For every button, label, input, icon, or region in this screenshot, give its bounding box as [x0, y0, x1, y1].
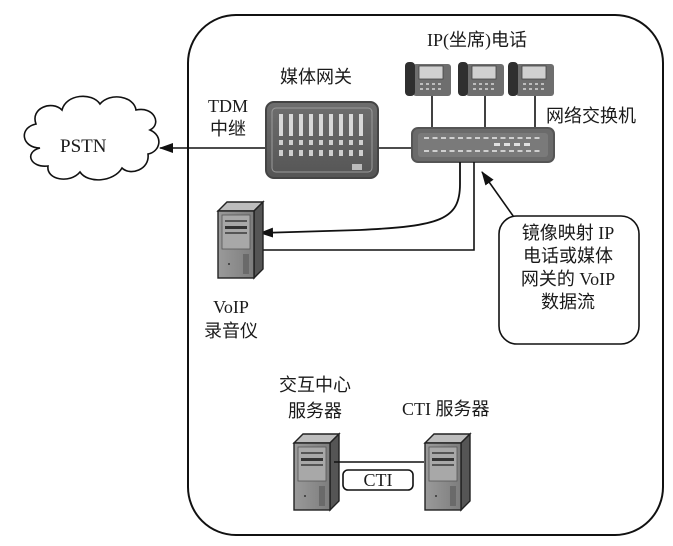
network-switch-icon — [411, 127, 555, 163]
trunk-label: 中继 — [210, 119, 246, 139]
callout-line-4: 数据流 — [541, 292, 595, 312]
callout-line-1: 镜像映射 IP — [521, 223, 615, 243]
callout-pointer — [481, 171, 517, 221]
callout-bubble — [498, 215, 640, 345]
interaction-center-label-1: 交互中心 — [279, 375, 351, 395]
network-switch-label: 网络交换机 — [546, 106, 636, 126]
cti-server-label: CTI 服务器 — [402, 399, 490, 419]
callout-text: 镜像映射 IP 电话或媒体 网关的 VoIP 数据流 — [498, 222, 638, 314]
mirror-stream-link — [259, 162, 461, 238]
pstn-cloud-icon — [23, 95, 160, 181]
interaction-center-label-2: 服务器 — [288, 401, 342, 421]
cti-server-icon — [423, 432, 472, 512]
callout-line-2: 电话或媒体 — [523, 246, 613, 266]
ip-phone-icon — [405, 62, 451, 96]
voip-recorder-server-icon — [216, 200, 265, 280]
media-gateway-label: 媒体网关 — [280, 67, 352, 87]
interaction-center-server-icon — [292, 432, 341, 512]
cti-link-label: CTI — [363, 470, 393, 490]
voip-recorder-label-1: VoIP — [213, 297, 249, 317]
callout-line-3: 网关的 VoIP — [520, 269, 616, 289]
ip-phone-icon — [508, 62, 554, 96]
ip-phone-icon — [458, 62, 504, 96]
voip-recorder-label-2: 录音仪 — [204, 321, 258, 341]
recorder-switch-link — [254, 162, 475, 251]
ip-phones-label: IP(坐席)电话 — [427, 30, 527, 50]
cti-link-badge — [342, 469, 414, 491]
media-gateway-icon — [265, 101, 379, 179]
call-center-boundary — [187, 14, 664, 536]
tdm-label: TDM — [208, 96, 248, 116]
pstn-label: PSTN — [60, 136, 107, 157]
